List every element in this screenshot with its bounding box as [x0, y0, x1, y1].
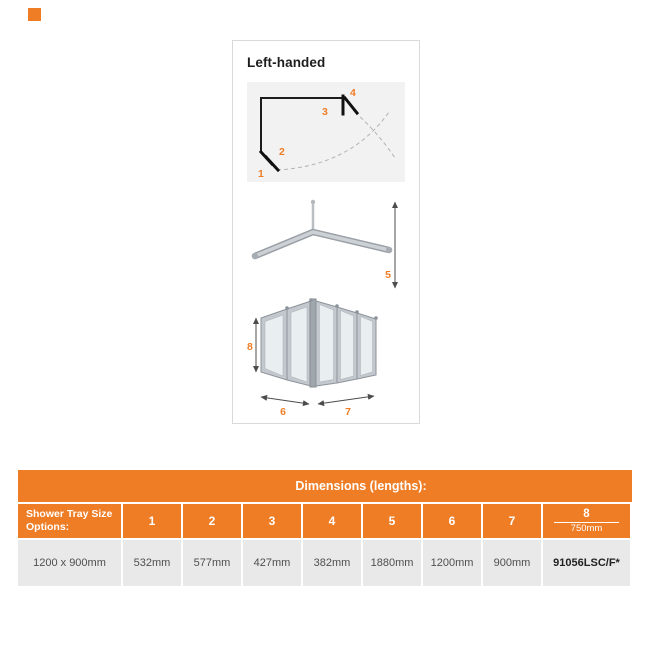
col-header-5: 5 — [363, 504, 421, 538]
rail-end-cap — [252, 253, 258, 259]
tray-size-value: 1200 x 900mm — [18, 540, 121, 586]
door-swing-arc — [354, 111, 396, 159]
rail-bar-highlight — [253, 230, 391, 258]
dimensions-header: Dimensions (lengths): — [18, 470, 632, 502]
dimensions-header-label: Dimensions (lengths): — [295, 479, 427, 493]
orientation-title: Left-handed — [247, 55, 326, 70]
value-5: 1880mm — [363, 540, 421, 586]
value-4: 382mm — [303, 540, 361, 586]
product-diagram-box: Left-handed 1 2 3 4 — [232, 40, 420, 424]
col-header-1: 1 — [123, 504, 181, 538]
col-header-8: 8 750mm — [543, 504, 630, 538]
col8-label: 8 — [583, 507, 590, 520]
value-1: 532mm — [123, 540, 181, 586]
dimensions-table: Dimensions (lengths): Shower Tray Size O… — [18, 470, 632, 586]
col-header-6: 6 — [423, 504, 481, 538]
screen-glass — [319, 304, 334, 383]
value-3: 427mm — [243, 540, 301, 586]
col-header-7: 7 — [483, 504, 541, 538]
hinge-cap — [285, 306, 289, 310]
column-header-row: Shower Tray Size Options: 1 2 3 4 5 6 7 … — [18, 504, 632, 538]
screen-glass — [290, 306, 308, 383]
value-6: 1200mm — [423, 540, 481, 586]
value-7: 900mm — [483, 540, 541, 586]
callout-5: 5 — [385, 269, 391, 281]
screen-glass — [264, 314, 284, 377]
callout-4: 4 — [350, 87, 356, 99]
door-swing-arc — [276, 111, 390, 171]
product-code: 91056LSC/F* — [543, 540, 630, 586]
folding-screen-diagram: 8 6 7 — [247, 298, 378, 416]
table-data-row: 1200 x 900mm 532mm 577mm 427mm 382mm 188… — [18, 540, 632, 586]
hinge-cap — [335, 304, 339, 308]
folded-panel-line — [342, 95, 360, 116]
col-header-2: 2 — [183, 504, 241, 538]
corner-post — [309, 298, 317, 388]
hinge-cap — [355, 310, 359, 314]
callout-6: 6 — [280, 406, 286, 416]
rail-end-cap — [386, 247, 392, 253]
left-wing-dimension-arrow — [260, 394, 310, 407]
floorplan-diagram: 1 2 3 4 — [247, 82, 405, 182]
right-wing-dimension-arrow — [317, 393, 375, 407]
screen-glass — [340, 310, 354, 380]
screen-glass — [360, 316, 373, 376]
folded-panel-line — [263, 154, 281, 173]
col-header-4: 4 — [303, 504, 361, 538]
col-header-3: 3 — [243, 504, 301, 538]
hinge-cap — [309, 298, 313, 302]
col8-sublabel: 750mm — [570, 522, 603, 534]
callout-2: 2 — [279, 146, 285, 158]
callout-7: 7 — [345, 406, 351, 416]
tray-size-options-header: Shower Tray Size Options: — [18, 504, 121, 538]
col8-divider — [554, 521, 619, 523]
hinge-cap — [374, 316, 378, 320]
wall-outline — [260, 97, 343, 152]
callout-8: 8 — [247, 341, 253, 353]
brand-corner-square — [28, 8, 41, 21]
curtain-rail-diagram: 5 — [251, 199, 399, 289]
callout-3: 3 — [322, 106, 328, 118]
value-2: 577mm — [183, 540, 241, 586]
callout-1: 1 — [258, 168, 264, 180]
